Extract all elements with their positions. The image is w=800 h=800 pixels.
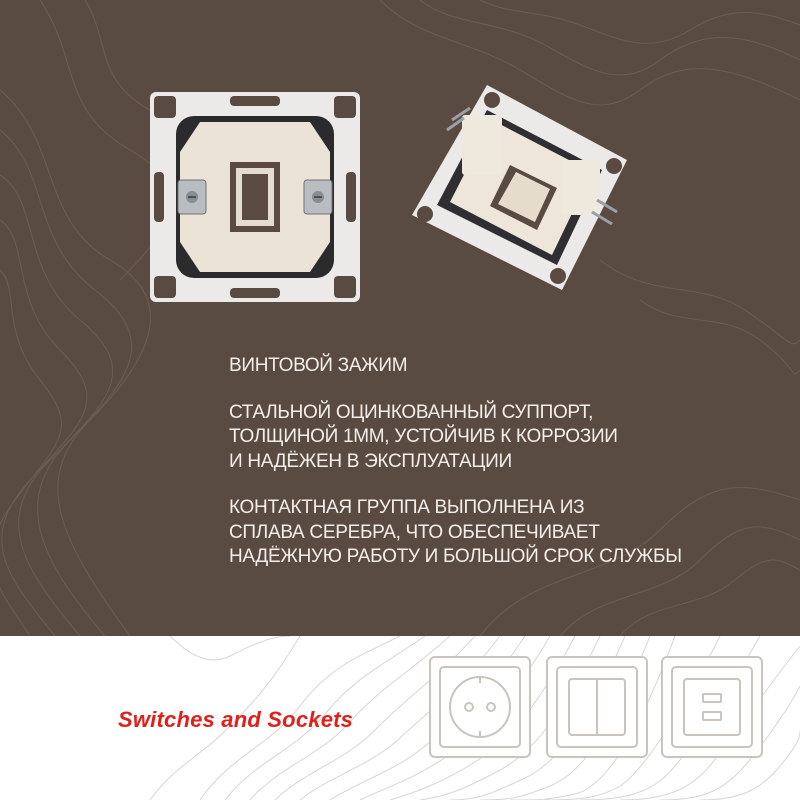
- socket-icon: [429, 656, 531, 758]
- switch-mechanism-front-view: [150, 92, 360, 302]
- feature-line: СТАЛЬНОЙ ОЦИНКОВАННЫЙ СУППОРТ,: [229, 401, 594, 423]
- feature-line: ТОЛЩИНОЙ 1ММ, УСТОЙЧИВ К КОРРОЗИИ: [229, 426, 618, 447]
- product-hero: ВИНТОВОЙ ЗАЖИМ СТАЛЬНОЙ ОЦИНКОВАННЫЙ СУП…: [0, 0, 800, 636]
- feature-list: ВИНТОВОЙ ЗАЖИМ СТАЛЬНОЙ ОЦИНКОВАННЫЙ СУП…: [229, 354, 749, 592]
- feature-line: НАДЁЖНУЮ РАБОТУ И БОЛЬШОЙ СРОК СЛУЖБЫ: [229, 546, 682, 567]
- feature-line: ВИНТОВОЙ ЗАЖИМ: [229, 355, 408, 376]
- switch-mechanism-angled-view: [412, 85, 627, 290]
- feature-line: СПЛАВА СЕРЕБРА, ЧТО ОБЕСПЕЧИВАЕТ: [229, 521, 600, 543]
- feature-line: КОНТАКТНАЯ ГРУППА ВЫПОЛНЕНА ИЗ: [229, 497, 585, 518]
- usb-socket-icon: [661, 656, 763, 758]
- double-switch-icon: [546, 656, 648, 758]
- feature-screw-clamp: ВИНТОВОЙ ЗАЖИМ: [229, 354, 749, 379]
- feature-line: И НАДЁЖЕН В ЭКСПЛУАТАЦИИ: [229, 450, 512, 472]
- feature-silver-contacts: КОНТАКТНАЯ ГРУППА ВЫПОЛНЕНА ИЗ СПЛАВА СЕ…: [229, 496, 749, 570]
- feature-steel-support: СТАЛЬНОЙ ОЦИНКОВАННЫЙ СУППОРТ, ТОЛЩИНОЙ …: [229, 401, 749, 475]
- brand-label: Switches and Sockets: [118, 707, 354, 732]
